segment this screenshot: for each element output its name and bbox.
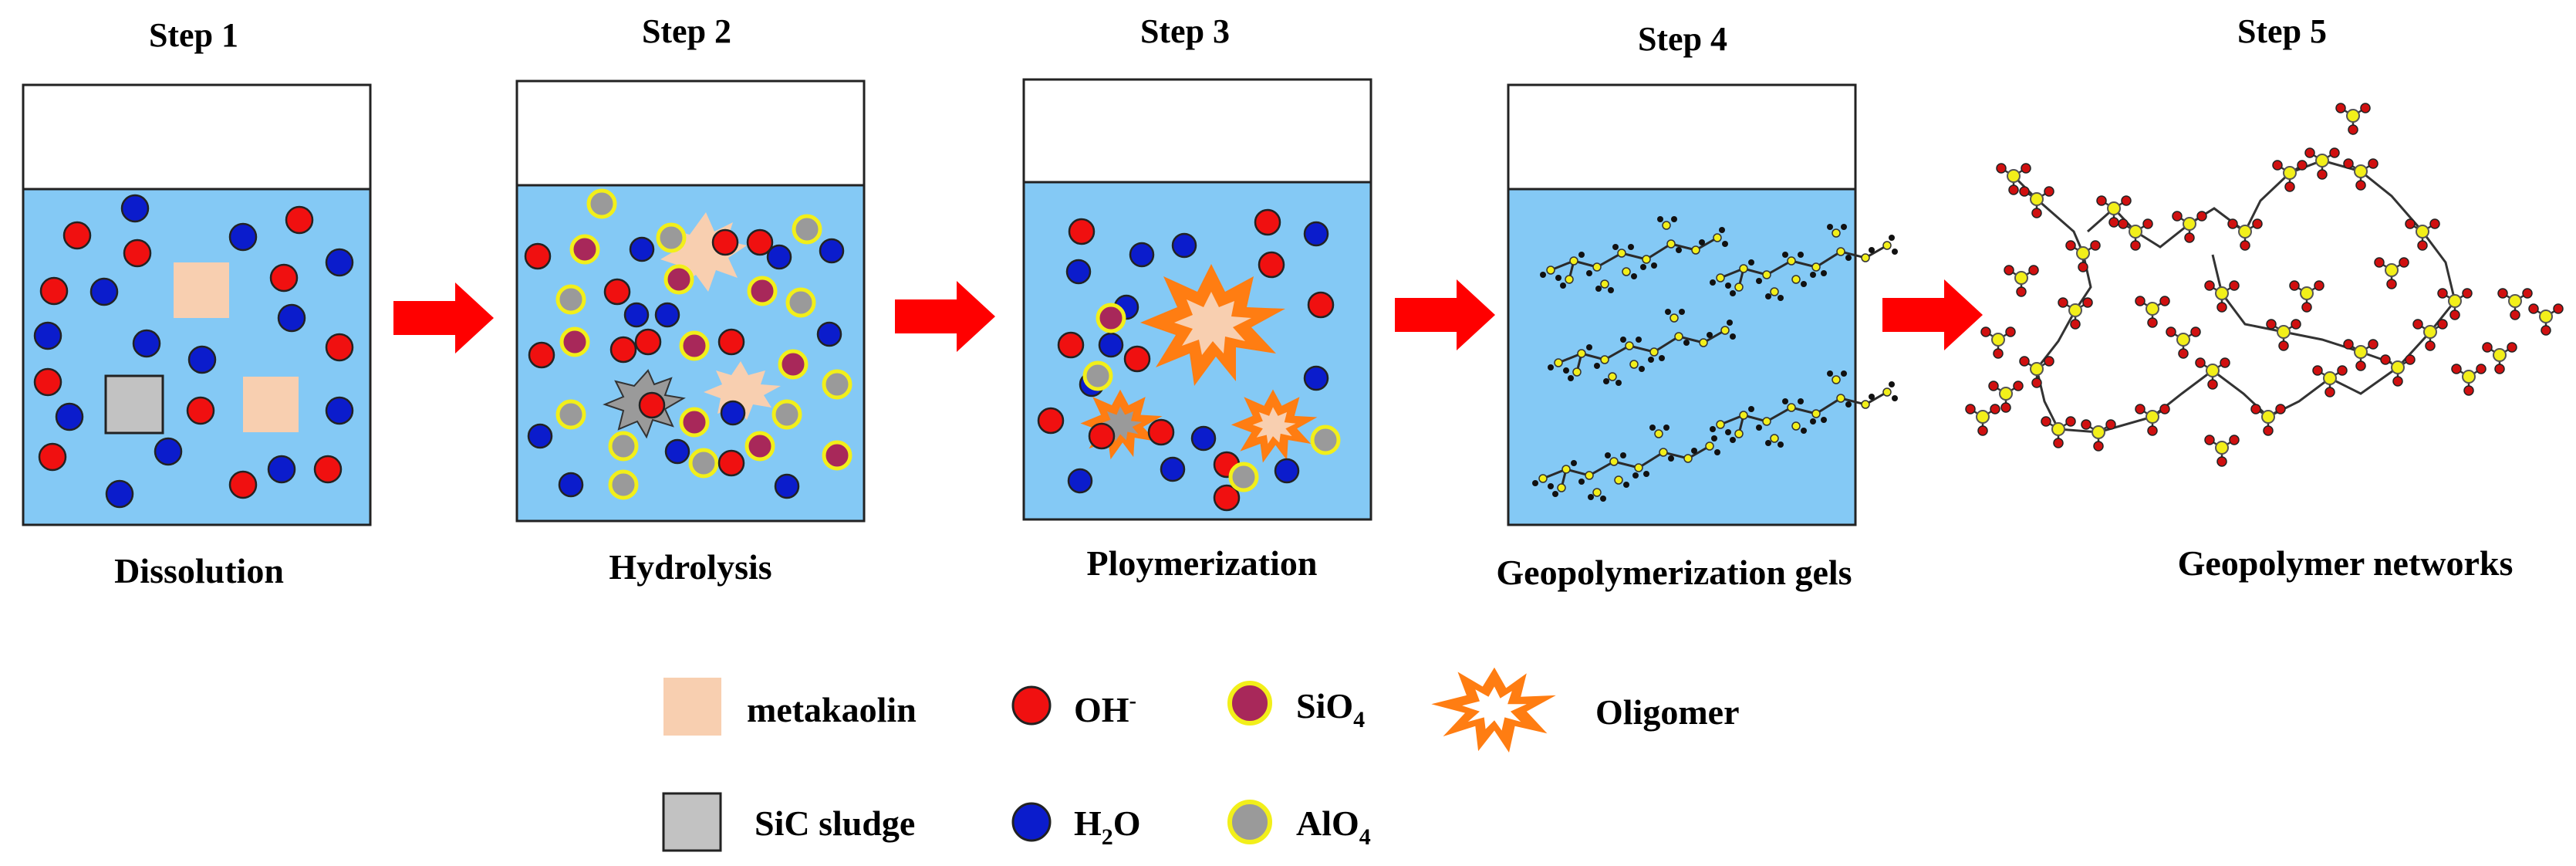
step-3-title: Step 3 bbox=[1140, 12, 1230, 50]
legend-sic-label: SiC sludge bbox=[755, 803, 915, 843]
step-4-title: Step 4 bbox=[1638, 20, 1727, 58]
beaker-step-3 bbox=[1022, 78, 1372, 521]
step-2-title: Step 2 bbox=[642, 12, 731, 50]
arrow-2-3 bbox=[895, 281, 995, 352]
legend-metakaolin-swatch bbox=[663, 678, 721, 736]
metakaolin-fragment bbox=[704, 361, 781, 420]
legend: metakaolin OH- SiO4 Oligomer SiC sludge … bbox=[662, 667, 1740, 852]
legend-oh-swatch bbox=[1011, 685, 1052, 726]
sic-sludge-block bbox=[104, 374, 164, 435]
legend-oligomer-label: Oligomer bbox=[1595, 692, 1740, 732]
legend-metakaolin-label: metakaolin bbox=[747, 690, 917, 729]
arrow-4-5 bbox=[1882, 279, 1983, 350]
step-3-caption: Ploymerization bbox=[1087, 543, 1318, 583]
step-5-title: Step 5 bbox=[2237, 12, 2327, 50]
metakaolin-block bbox=[243, 377, 299, 432]
legend-oh-label: OH- bbox=[1074, 689, 1136, 729]
beaker-step-4 bbox=[1507, 83, 1899, 526]
legend-h2o-label: H2O bbox=[1074, 803, 1141, 850]
step-4-caption: Geopolymerization gels bbox=[1496, 553, 1852, 592]
arrow-3-4 bbox=[1395, 279, 1495, 350]
step-2-caption: Hydrolysis bbox=[609, 547, 771, 587]
legend-h2o-swatch bbox=[1011, 802, 1052, 842]
beaker-step-2 bbox=[515, 79, 866, 523]
legend-alo4-swatch bbox=[1227, 800, 1272, 844]
step-1-title: Step 1 bbox=[149, 16, 238, 54]
legend-oligomer-swatch bbox=[1431, 667, 1556, 753]
arrow-1-2 bbox=[393, 282, 494, 354]
legend-sio4-label: SiO4 bbox=[1296, 686, 1365, 732]
geopolymer-network bbox=[1964, 102, 2564, 468]
metakaolin-block bbox=[174, 262, 229, 318]
legend-sic-swatch bbox=[662, 792, 722, 852]
legend-sio4-swatch bbox=[1227, 681, 1272, 726]
beaker-step-1 bbox=[22, 83, 372, 526]
legend-alo4-label: AlO4 bbox=[1296, 803, 1371, 850]
step-1-caption: Dissolution bbox=[114, 551, 284, 590]
step-5-caption: Geopolymer networks bbox=[2178, 543, 2514, 583]
